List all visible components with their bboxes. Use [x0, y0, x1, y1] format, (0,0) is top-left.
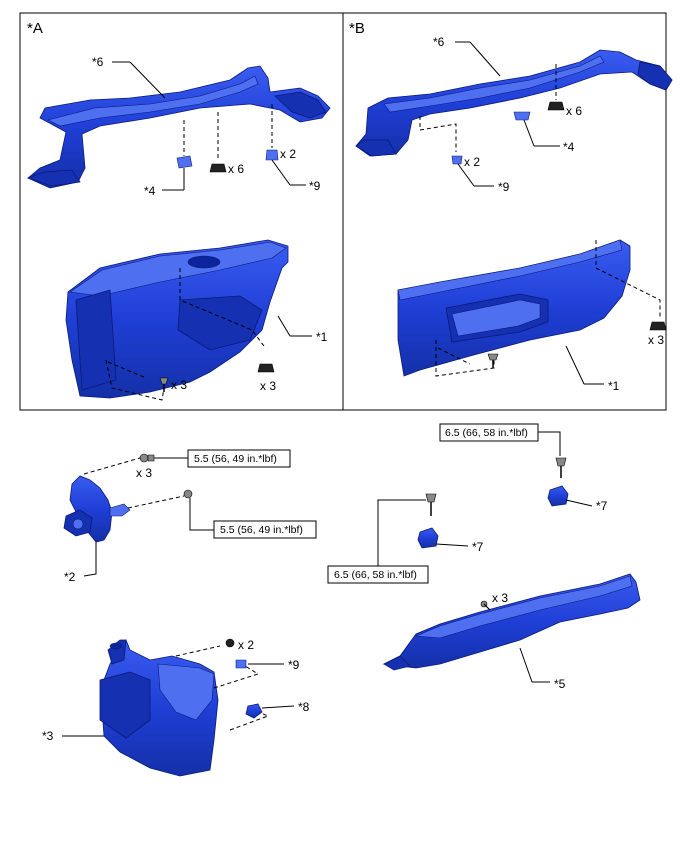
- callout-a9: *9: [309, 179, 321, 193]
- callout-p3: *3: [42, 729, 54, 743]
- nut-b: [547, 101, 565, 111]
- callout-a4: *4: [144, 184, 156, 198]
- callout-a1: *1: [316, 330, 328, 344]
- callout-b1: *1: [608, 379, 620, 393]
- qty-p2-x3: x 3: [136, 466, 152, 480]
- torque-box-4: [327, 565, 429, 584]
- bolt-2-mid: [183, 489, 193, 499]
- nut-b-lower: [649, 321, 667, 331]
- clip-7-lower: [417, 527, 439, 549]
- qty-b-x2: x 2: [464, 155, 480, 169]
- bracket-6-b: [355, 49, 673, 157]
- clip-4-a: [176, 155, 193, 169]
- torque-1: 5.5 (56, 49 in.*lbf): [194, 453, 277, 465]
- callout-p7a: *7: [596, 499, 608, 513]
- part-2: [63, 475, 131, 543]
- bracket-6-a: [26, 65, 331, 189]
- callout-p7b: *7: [472, 540, 484, 554]
- panel-a-tag: *A: [27, 20, 43, 37]
- clip-4-b: [513, 111, 531, 121]
- part-3: [99, 639, 219, 777]
- bolt-7-lower: [425, 493, 437, 503]
- screw-a: [159, 377, 169, 385]
- callout-b6: *6: [433, 35, 445, 49]
- qty-a-x3-left: x 3: [171, 378, 187, 392]
- qty-a-x3-right: x 3: [260, 379, 276, 393]
- callout-p5: *5: [554, 677, 566, 691]
- callout-b9: *9: [498, 180, 510, 194]
- part-8: [245, 703, 263, 719]
- bolt-7-upper: [555, 457, 567, 467]
- clip-9-b: [451, 155, 463, 165]
- torque-box-1: [187, 449, 291, 468]
- callout-p9: *9: [288, 658, 300, 672]
- qty-a-x6: x 6: [228, 162, 244, 176]
- callout-a6: *6: [92, 55, 104, 69]
- panel-b-tag: *B: [349, 20, 365, 37]
- panel-b-frame: [342, 12, 667, 411]
- torque-2: 5.5 (56, 49 in.*lbf): [220, 524, 303, 536]
- nut-3: [225, 638, 235, 648]
- callout-b4: *4: [563, 140, 575, 154]
- clip-9-p3: [235, 659, 247, 669]
- torque-4: 6.5 (66, 58 in.*lbf): [334, 569, 417, 581]
- part-5: [382, 573, 641, 671]
- qty-p5-x3: x 3: [492, 591, 508, 605]
- callout-p2: *2: [64, 570, 76, 584]
- qty-a-x2: x 2: [280, 147, 296, 161]
- nut-a-lower: [257, 363, 275, 373]
- clip-9-a: [265, 149, 279, 161]
- screw-b: [487, 353, 499, 361]
- torque-box-2: [213, 520, 317, 539]
- nut-a: [209, 163, 227, 173]
- qty-b-x6: x 6: [566, 104, 582, 118]
- torque-3: 6.5 (66, 58 in.*lbf): [445, 427, 528, 439]
- callout-p8: *8: [298, 700, 310, 714]
- trim-1-b: [397, 239, 631, 377]
- trim-1-a: [65, 239, 289, 399]
- qty-b-x3: x 3: [648, 333, 664, 347]
- clip-7-upper: [547, 485, 569, 507]
- qty-p3-x2: x 2: [238, 638, 254, 652]
- bolt-2-top: [139, 453, 149, 463]
